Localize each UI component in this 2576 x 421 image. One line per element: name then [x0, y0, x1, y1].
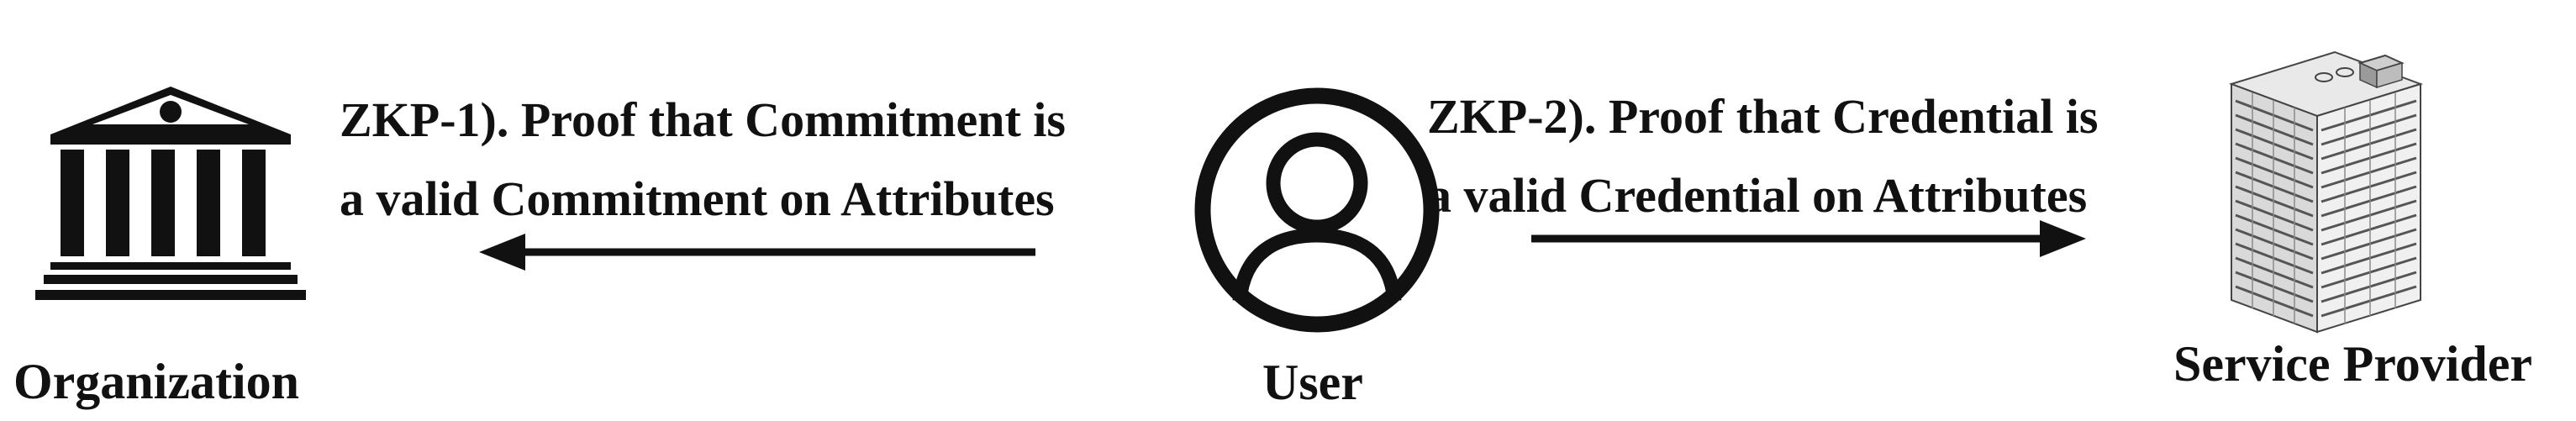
zkp2-line1: ZKP-2). Proof that Credential is	[1427, 89, 2099, 144]
zkp1-line2: a valid Commitment on Attributes	[340, 171, 1055, 226]
zkp1-description: ZKP-1). Proof that Commitment is a valid…	[340, 81, 1066, 239]
zkp2-description: ZKP-2). Proof that Credential is a valid…	[1427, 77, 2099, 235]
organization-label: Organization	[13, 354, 299, 409]
zkp2-line2: a valid Credential on Attributes	[1427, 168, 2088, 223]
user-label: User	[1262, 355, 1363, 410]
service-provider-label: Service Provider	[2173, 336, 2533, 392]
zkp1-line1: ZKP-1). Proof that Commitment is	[340, 92, 1066, 147]
